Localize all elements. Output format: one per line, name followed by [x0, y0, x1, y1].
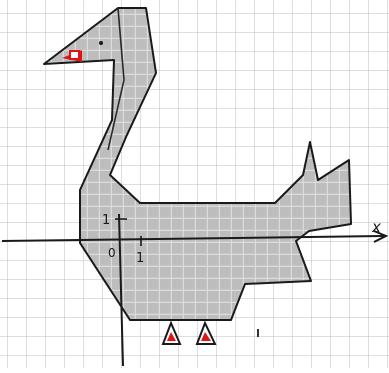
eye-icon	[99, 41, 103, 45]
y-unit-label: 1	[102, 213, 110, 228]
x-unit-label: 1	[136, 251, 144, 266]
x-axis-label: x	[371, 218, 381, 236]
pen-dot	[257, 329, 259, 337]
origin-label: 0	[108, 246, 116, 260]
